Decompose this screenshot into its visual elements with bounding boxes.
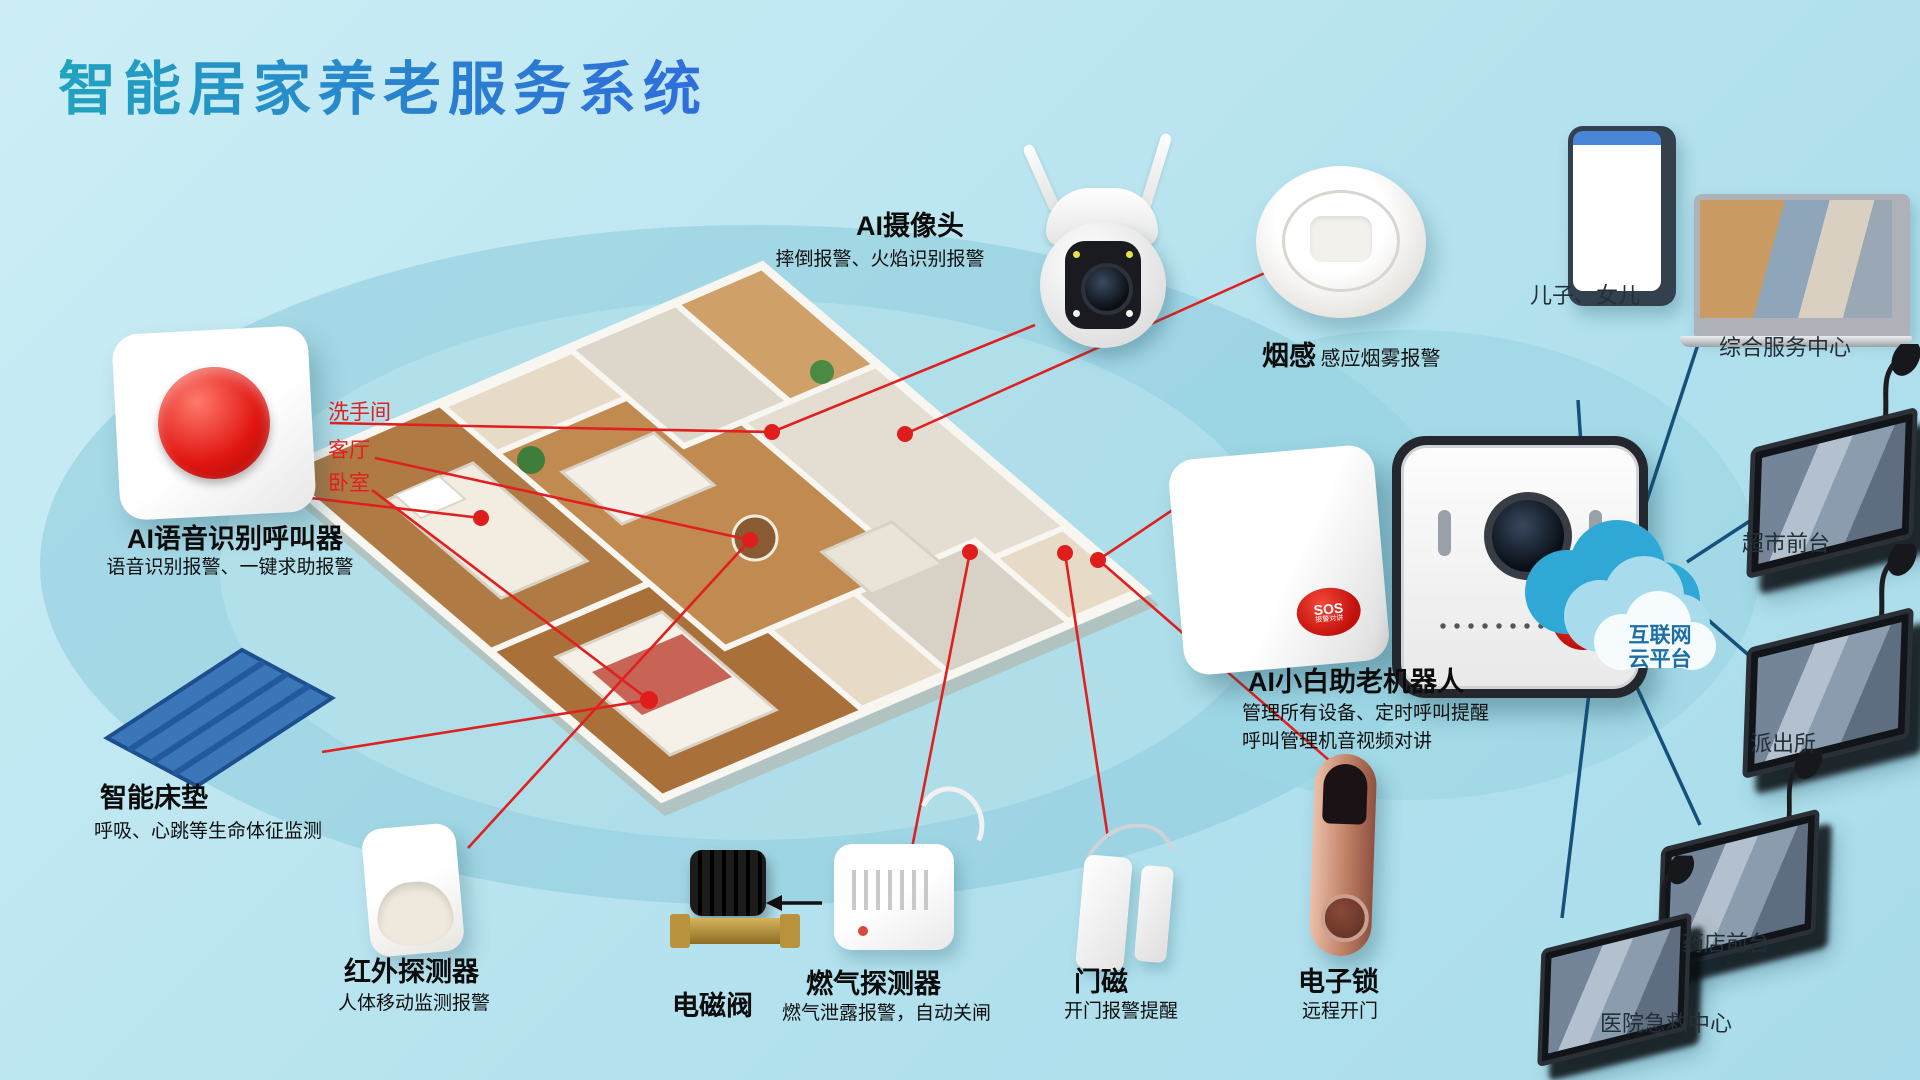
valve-title: 电磁阀 [672,991,753,1021]
door-sensor-desc: 开门报警提醒 [1064,1001,1179,1022]
endpoint-police: 派出所 [1750,731,1817,756]
room-label-bathroom: 洗手间 [328,401,391,424]
phone-screen [1573,131,1661,291]
terminal-screen [1537,912,1692,1068]
plant [810,360,834,384]
robot-mic-dots [1436,622,1546,630]
gas-detector-device [834,777,994,950]
camera-led [1073,251,1080,258]
room-label-bedroom: 卧室 [328,472,370,495]
endpoint-hospital: 医院急救中心 [1600,1011,1733,1036]
smart-lock-device [1308,752,1378,958]
laptop-screen-image [1700,200,1892,318]
smoke-title: 烟感 [1262,341,1316,371]
lock-knob [1319,893,1370,943]
dining-table [731,514,779,562]
camera-led [1073,310,1080,317]
valve-knob [690,850,766,916]
family-phone-device [1568,126,1676,306]
sos-red-button [155,364,273,482]
valve-pipe [676,918,794,944]
gas-desc: 燃气泄露报警，自动关闸 [782,1003,992,1024]
endpoint-supermarket: 超市前台 [1742,531,1831,556]
plant [517,446,545,474]
camera-antenna [1021,142,1062,214]
camera-led [1126,310,1133,317]
ai-camera-device [1010,132,1194,366]
mattress-title: 智能床垫 [100,783,208,813]
laptop-screen [1694,194,1910,336]
valve-nut [670,914,690,948]
camera-desc: 摔倒报警、火焰识别报警 [775,249,985,270]
door-sensor-wire [1086,824,1174,859]
smoke-detector-ring [1282,190,1400,292]
door-sensor-main [1075,854,1133,972]
gas-led [858,926,868,936]
pharmacy-terminal-device [1647,745,1837,973]
robot-speaker-slot [1438,510,1451,556]
cloud-front [1594,591,1716,670]
lock-title: 电子锁 [1298,967,1379,997]
robot-title: AI小白助老机器人 [1248,667,1464,697]
hospital-terminal-device [1528,852,1708,1068]
voice-caller-title: AI语音识别呼叫器 [127,524,343,554]
endpoint-pharmacy: 药店前台 [1682,931,1771,956]
camera-title: AI摄像头 [856,211,964,241]
gas-title: 燃气探测器 [806,969,941,999]
pir-lens [374,878,456,950]
voice-caller-device [111,324,317,522]
pir-title: 红外探测器 [344,957,479,987]
mattress-desc: 呼吸、心跳等生命体征监测 [94,821,323,842]
smoke-detector-device [1256,166,1426,318]
solenoid-valve-device [670,850,800,948]
smoke-label-row: 烟感 感应烟雾报警 [1262,334,1440,373]
service-center-laptop-device [1680,194,1912,347]
endpoint-family: 儿子、女儿 [1529,283,1640,308]
smoke-detector-cap [1310,216,1372,262]
sos-button: SOS 报警对讲 [1294,585,1363,639]
robot-desc-2: 呼叫管理机音视频对讲 [1242,731,1433,752]
cloud-text-line1: 互联网 [1629,624,1692,647]
camera-face [1065,241,1141,329]
laptop-base [1680,336,1912,347]
smart-mattress-device [92,638,342,803]
camera-led [1126,251,1133,258]
voice-caller-desc: 语音识别报警、一键求助报警 [106,557,354,578]
sos-subtext: 报警对讲 [1315,614,1344,624]
police-terminal-device [1732,540,1920,780]
pir-desc: 人体移动监测报警 [338,993,491,1014]
smoke-desc: 感应烟雾报警 [1320,348,1441,370]
endpoint-service-center: 综合服务中心 [1718,335,1851,360]
gas-vent-slots [852,870,936,910]
supermarket-terminal-device [1736,340,1920,580]
valve-nut [780,914,800,948]
door-sensor-magnet [1133,864,1175,964]
robot-desc-1: 管理所有设备、定时呼叫提醒 [1242,703,1490,724]
camera-lens-icon [1081,263,1133,315]
internet-cloud-platform: 互联网 云平台 [1512,520,1722,690]
lock-keypad [1322,763,1369,825]
lock-desc: 远程开门 [1302,1001,1379,1022]
door-sensor-title: 门磁 [1074,967,1128,997]
pir-motion-sensor-device [360,822,466,958]
cloud-text-line2: 云平台 [1629,647,1692,671]
page-title: 智能居家养老服务系统 [58,42,708,126]
robot-hub-device: SOS 报警对讲 [1166,443,1392,677]
room-label-living: 客厅 [328,439,370,462]
